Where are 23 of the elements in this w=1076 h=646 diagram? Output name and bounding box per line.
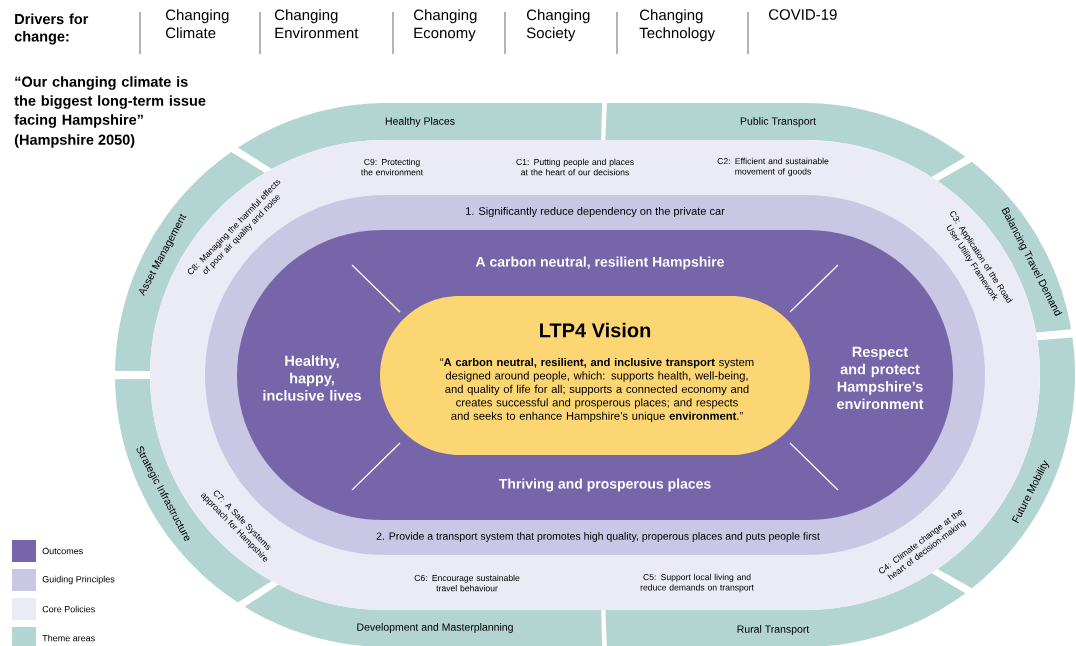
legend-label: Guiding Principles (42, 575, 115, 585)
driver-text: Changing Climate (165, 9, 229, 39)
principle-text: 2. Provide a transport system that promotes high quality, properous places and puts people first (376, 532, 820, 542)
driver-text: Changing Society (526, 9, 590, 42)
driver-text: Changing Technology (639, 9, 716, 42)
outcome-text: Thriving and prosperous places (498, 478, 711, 492)
vision-heading: LTP4 Vision (540, 322, 651, 338)
legend-label: Outcomes (42, 547, 83, 555)
legend-label: Theme areas (42, 634, 95, 642)
principle-text: 1. Significantly reduce dependency on the private car (466, 206, 725, 218)
legend-label: Core Policies (42, 605, 95, 613)
outcome-text: A carbon neutral, resilient Hampshire (475, 256, 724, 270)
driver-text: Changing Environment (274, 9, 359, 39)
vision-panel (380, 296, 810, 455)
driver-text: Changing Economy (413, 9, 477, 42)
policy-text: C2: Efficient and sustainable movement of goods (717, 157, 829, 177)
quote-text: “Our changing climate is the biggest long-term issue facing Hampshire” (14, 76, 206, 128)
heading-text: Drivers for change: (14, 13, 89, 45)
source-text: (Hampshire 2050) (14, 134, 135, 148)
outcome-text: Respect and protect Hampshire’s environment (837, 346, 924, 410)
vision-statement: “A carbon neutral, resilient, and inclusive transport system designed around people, which: supports health, well-being, and quality of life for all; supports a connected economy and creates successful and prosperous places; and respects and seeks to enhance Hampshire’s unique environment.” (440, 357, 754, 423)
policy-text: C5: Support local living and reduce demands on transport (640, 573, 754, 593)
driver-text: COVID-19 (769, 9, 837, 20)
